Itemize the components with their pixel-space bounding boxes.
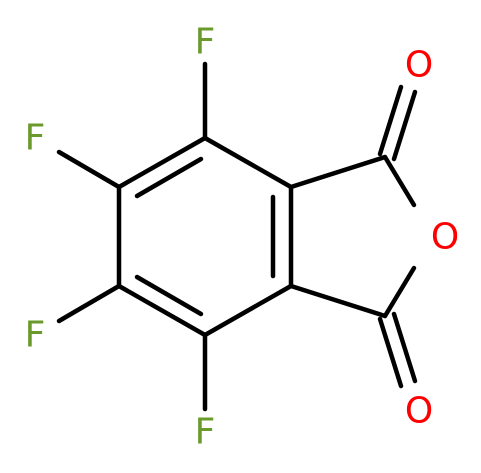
bond-c7-o-top-b [391, 89, 418, 162]
oxygen-label-carbonyl-bottom: O [405, 391, 433, 432]
bond-c3-c4 [116, 283, 208, 338]
fluorine-label-lower-left: F [25, 315, 46, 356]
bond-c7-o-top-a [377, 84, 404, 157]
bond-c5-c8 [288, 283, 388, 319]
bond-c1-c2 [116, 135, 208, 190]
fluorine-label-bottom: F [195, 412, 216, 453]
inner-double-bond-top-left [134, 156, 204, 199]
oxygen-label-carbonyl-top: O [405, 45, 433, 86]
bond-c8-o-ring [382, 265, 417, 319]
atom-labels: F F F F O O O [25, 22, 460, 453]
bond-c7-o-ring [382, 154, 417, 208]
bond-c4-c5 [202, 283, 294, 338]
bond-c8-o-bottom-b [391, 311, 418, 384]
oxygen-label-ring: O [431, 217, 459, 258]
bond-c6-c1 [202, 135, 294, 190]
anhydride-ring [288, 84, 418, 389]
benzene-ring [116, 135, 294, 338]
bond-c3-f3 [56, 283, 122, 324]
fluorine-bonds [56, 61, 208, 412]
bond-c2-f2 [56, 149, 122, 190]
bond-c8-o-bottom-a [377, 316, 404, 389]
bond-c6-c7 [288, 154, 388, 190]
inner-double-bond-bottom-left [134, 274, 204, 317]
fluorine-label-top: F [195, 22, 216, 63]
fluorine-label-upper-left: F [25, 118, 46, 159]
